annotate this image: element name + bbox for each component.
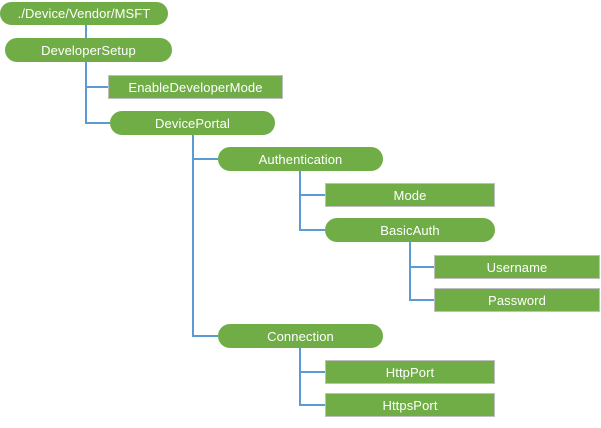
node-label-device-portal: DevicePortal — [155, 115, 230, 131]
connector-developer-setup-to-enable-developer-mode — [85, 62, 108, 88]
node-label-authentication: Authentication — [258, 151, 343, 167]
node-http-port[interactable]: HttpPort — [325, 360, 495, 384]
node-developer-setup[interactable]: DeveloperSetup — [5, 38, 172, 62]
connector-connection-to-https-port — [299, 348, 325, 406]
node-label-https-port: HttpsPort — [382, 397, 438, 413]
connector-device-portal-to-authentication — [192, 135, 218, 160]
connector-connection-to-http-port — [299, 348, 325, 373]
node-enable-developer-mode[interactable]: EnableDeveloperMode — [108, 75, 283, 99]
node-password[interactable]: Password — [434, 288, 600, 312]
node-root[interactable]: ./Device/Vendor/MSFT — [0, 2, 168, 25]
connector-basic-auth-to-password — [409, 242, 434, 301]
node-username[interactable]: Username — [434, 255, 600, 279]
connector-developer-setup-to-device-portal — [85, 62, 110, 124]
node-authentication[interactable]: Authentication — [218, 147, 383, 171]
connector-authentication-to-mode — [299, 171, 325, 196]
node-label-http-port: HttpPort — [385, 364, 435, 380]
node-mode[interactable]: Mode — [325, 183, 495, 207]
node-label-enable-developer-mode: EnableDeveloperMode — [128, 79, 263, 95]
node-label-username: Username — [486, 259, 548, 275]
node-https-port[interactable]: HttpsPort — [325, 393, 495, 417]
connector-device-portal-to-connection — [192, 135, 218, 337]
node-label-basic-auth: BasicAuth — [380, 222, 440, 238]
node-device-portal[interactable]: DevicePortal — [110, 111, 275, 135]
connector-basic-auth-to-username — [409, 242, 434, 268]
node-connection[interactable]: Connection — [218, 324, 383, 348]
node-basic-auth[interactable]: BasicAuth — [325, 218, 495, 242]
node-label-developer-setup: DeveloperSetup — [41, 42, 136, 58]
connector-authentication-to-basic-auth — [299, 171, 325, 231]
node-label-root: ./Device/Vendor/MSFT — [17, 6, 151, 21]
node-label-connection: Connection — [267, 328, 334, 344]
node-label-mode: Mode — [393, 187, 427, 203]
node-label-password: Password — [488, 292, 546, 308]
